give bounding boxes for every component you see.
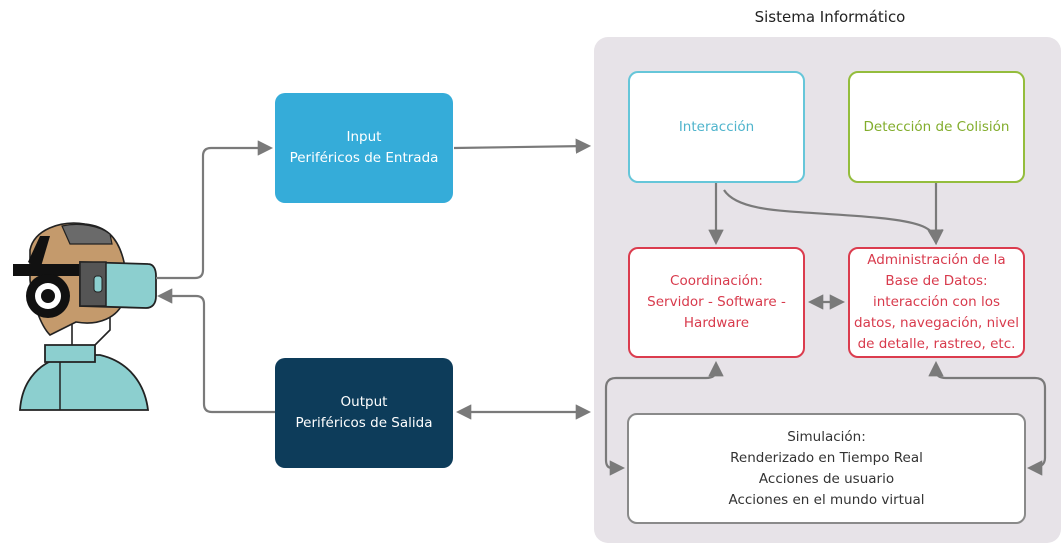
sim-line: Acciones en el mundo virtual: [728, 491, 925, 508]
admin-line: de detalle, rastreo, etc.: [857, 336, 1016, 352]
admin-line: Administración de la: [867, 252, 1006, 268]
coordinacion-box: Coordinación: Servidor - Software - Hard…: [628, 247, 805, 358]
vr-headset-user-icon: [13, 222, 157, 411]
panel-title: Sistema Informático: [754, 8, 906, 26]
input-subtitle: Periféricos de Entrada: [289, 150, 439, 166]
sim-line: Renderizado en Tiempo Real: [730, 449, 923, 466]
coord-line: Coordinación:: [670, 273, 763, 289]
colision-box: Detección de Colisión: [848, 71, 1025, 183]
arrow-input-to-system: [453, 138, 592, 154]
interaccion-box: Interacción: [628, 71, 805, 183]
coord-line: Servidor - Software -: [647, 294, 786, 310]
input-box: Input Periféricos de Entrada: [275, 93, 453, 203]
output-title: Output: [340, 394, 388, 410]
arrow-sim-coord: [604, 360, 724, 476]
arrow-headset-to-input: [156, 140, 274, 280]
output-box: Output Periféricos de Salida: [275, 358, 453, 468]
coord-line: Hardware: [683, 315, 750, 331]
colision-label: Detección de Colisión: [863, 118, 1010, 135]
arrow-sim-admin: [928, 360, 1047, 476]
admin-line: Base de Datos:: [885, 273, 988, 289]
interaccion-label: Interacción: [678, 118, 755, 135]
output-subtitle: Periféricos de Salida: [295, 415, 433, 431]
sim-line: Acciones de usuario: [758, 470, 895, 487]
admin-line: interacción con los: [872, 294, 1000, 310]
arrow-interaccion-admin: [723, 189, 943, 246]
administracion-box: Administración de la Base de Datos: inte…: [848, 247, 1025, 358]
sim-line: Simulación:: [787, 428, 866, 445]
simulacion-box: Simulación: Renderizado en Tiempo Real A…: [627, 413, 1026, 524]
input-title: Input: [346, 129, 382, 145]
admin-line: datos, navegación, nivel: [854, 315, 1019, 331]
arrow-output-to-headset: [156, 288, 275, 414]
